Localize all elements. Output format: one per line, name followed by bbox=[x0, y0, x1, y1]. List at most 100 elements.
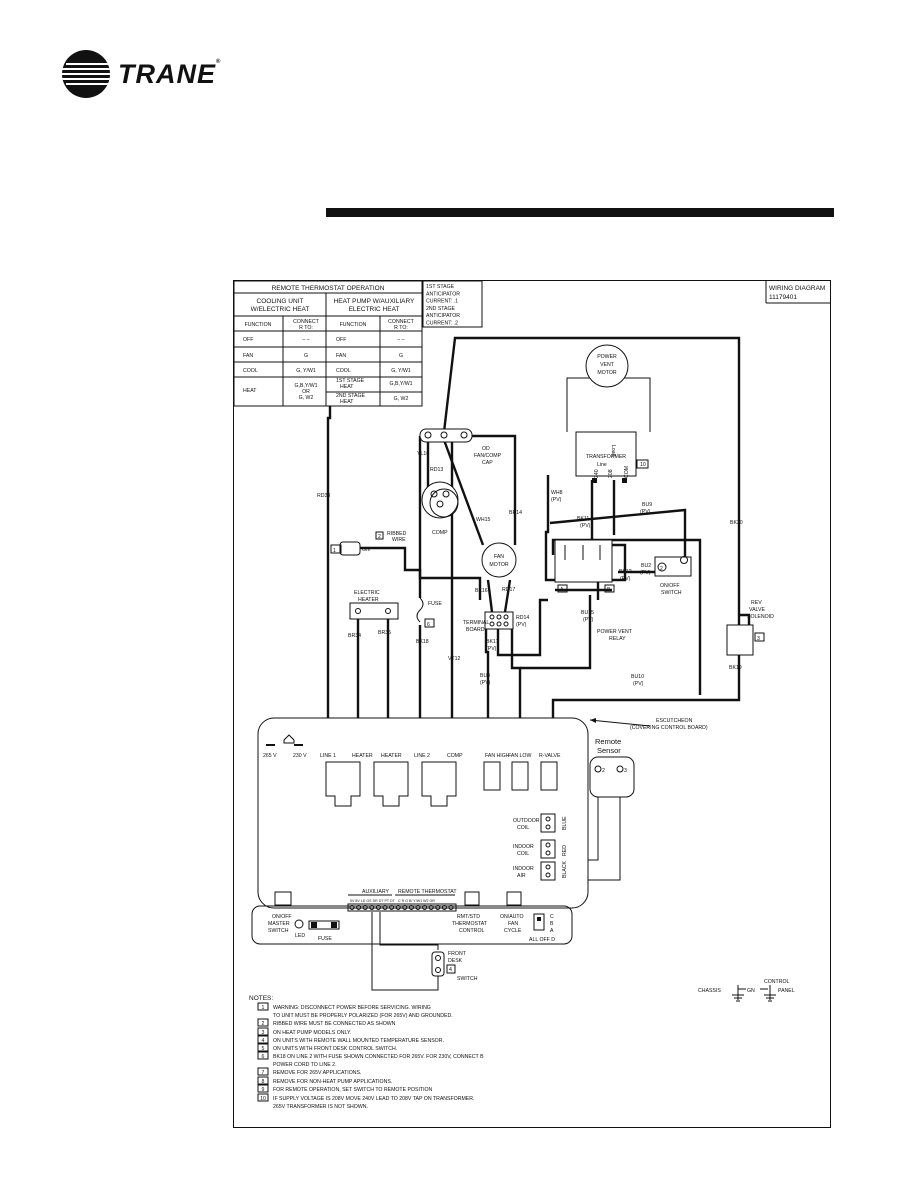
svg-text:ON/OFF: ON/OFF bbox=[660, 583, 680, 589]
coil-pin bbox=[545, 824, 551, 830]
svg-text:MOTOR: MOTOR bbox=[489, 562, 508, 568]
note-number: 1 bbox=[262, 1005, 265, 1011]
svg-text:CONTROL: CONTROL bbox=[764, 979, 789, 985]
thermostat-pin bbox=[402, 905, 408, 910]
note-number: 7 bbox=[262, 1070, 265, 1076]
note-number-box bbox=[257, 1067, 269, 1076]
wire-label-pv: (PV) bbox=[640, 570, 651, 576]
svg-text:RIBBED: RIBBED bbox=[387, 531, 407, 537]
svg-text:MOTOR: MOTOR bbox=[597, 370, 616, 376]
svg-text:CYCLE: CYCLE bbox=[504, 928, 522, 934]
table-b-connect: G, Y/W1 bbox=[391, 368, 411, 374]
trane-logo: TRANE® bbox=[62, 50, 252, 100]
note-number-box bbox=[257, 1051, 269, 1060]
remote-sensor: Remote Sensor 2 3 bbox=[589, 737, 635, 798]
note-text: WARNING: DISCONNECT POWER BEFORE SERVICI… bbox=[273, 1005, 431, 1011]
anticipator-line: CURRENT: .1 bbox=[426, 299, 458, 305]
note-number: 6 bbox=[262, 1054, 265, 1060]
wire-label-bk11: BK11 bbox=[577, 516, 589, 522]
board-terminal-label: COMP bbox=[447, 753, 463, 759]
table-a-connect: G,B,Y/W1 bbox=[294, 383, 317, 389]
svg-text:OD: OD bbox=[482, 446, 490, 452]
note-number-box bbox=[257, 1027, 269, 1036]
table-b-function: HEAT bbox=[340, 384, 354, 390]
anticipator-line: 1ST STAGE bbox=[426, 284, 455, 290]
board-terminal-label: FAN HIGH bbox=[485, 753, 510, 759]
svg-text:B: B bbox=[607, 587, 611, 593]
note-number-box bbox=[257, 1035, 269, 1044]
hdr-function-a: FUNCTION bbox=[245, 322, 272, 328]
table-b-connect: – – bbox=[397, 337, 404, 343]
note-ref-6: 6 bbox=[427, 622, 430, 628]
svg-text:CONTROL: CONTROL bbox=[459, 928, 484, 934]
note-number: 5 bbox=[262, 1046, 265, 1052]
thermostat-pin bbox=[362, 905, 368, 910]
wire-label-bk17: BK17 bbox=[486, 639, 499, 645]
front-desk-switch: 4 FRONT DESK SWITCH bbox=[431, 951, 478, 982]
coil-pin bbox=[545, 816, 551, 822]
rev-valve-solenoid: REV VALVE SOLENOID 3 bbox=[726, 600, 774, 656]
table-b-connect: G,B,Y/W1 bbox=[389, 381, 412, 387]
svg-text:COMP: COMP bbox=[432, 530, 448, 536]
svg-text:GN: GN bbox=[747, 988, 755, 994]
table-a-connect: OR bbox=[302, 389, 310, 395]
svg-text:ON/AUTO: ON/AUTO bbox=[500, 914, 524, 920]
note-number: 2 bbox=[262, 1021, 265, 1027]
note-text: POWER CORD TO LINE 2. bbox=[273, 1062, 337, 1068]
terminal-board: TERMINAL BOARD bbox=[463, 611, 514, 633]
note-number: 8 bbox=[262, 1079, 265, 1085]
wire-label-pv: (PV) bbox=[583, 617, 594, 623]
svg-text:W/ELECTRIC HEAT: W/ELECTRIC HEAT bbox=[251, 306, 310, 313]
coil-connector bbox=[540, 839, 556, 859]
table-b-function: COOL bbox=[336, 368, 351, 374]
svg-text:R TO:: R TO: bbox=[394, 325, 408, 331]
svg-text:LED: LED bbox=[295, 933, 305, 939]
svg-text:3: 3 bbox=[624, 768, 627, 774]
svg-text:ELECTRIC HEAT: ELECTRIC HEAT bbox=[349, 306, 400, 313]
svg-text:VALVE: VALVE bbox=[749, 607, 765, 613]
svg-text:Sensor: Sensor bbox=[597, 746, 621, 755]
svg-text:FUSE: FUSE bbox=[318, 936, 332, 942]
coil-color: BLUE bbox=[562, 816, 568, 830]
wire-label-pv: (PV) bbox=[486, 646, 497, 652]
wire-label-pv: (PV) bbox=[620, 576, 631, 582]
svg-text:POWER VENT: POWER VENT bbox=[597, 629, 633, 635]
svg-text:4: 4 bbox=[449, 967, 452, 973]
note-number-box bbox=[257, 1002, 269, 1011]
svg-text:SWITCH: SWITCH bbox=[268, 928, 289, 934]
wire-label-pv: (PV) bbox=[580, 523, 591, 529]
svg-text:THERMOSTAT: THERMOSTAT bbox=[452, 921, 488, 927]
thermostat-pin bbox=[415, 905, 421, 910]
table-a-function: HEAT bbox=[243, 388, 257, 394]
table-b-function: FAN bbox=[336, 353, 346, 359]
note-text: REMOVE FOR 265V APPLICATIONS. bbox=[273, 1070, 361, 1076]
thermostat-table: REMOTE THERMOSTAT OPERATION COOLING UNIT… bbox=[233, 280, 423, 407]
coil-pin bbox=[545, 842, 551, 848]
svg-text:VENT: VENT bbox=[600, 362, 615, 368]
power-vent-motor: POWER VENT MOTOR bbox=[585, 344, 629, 388]
coil-label: INDOOR bbox=[513, 844, 534, 850]
table-a-function: FAN bbox=[243, 353, 253, 359]
wire-label-bk20: BK20 bbox=[730, 520, 743, 526]
coil-pin bbox=[545, 850, 551, 856]
thermostat-pin bbox=[441, 905, 447, 910]
transformer-tap-number: 10 bbox=[640, 462, 646, 468]
wire-label-bu15: BU15 bbox=[581, 610, 594, 616]
thermostat-pin bbox=[389, 905, 395, 910]
wire-label-bk16: BK16 bbox=[475, 588, 488, 594]
ground-legend: CHASSIS GN CONTROL PANEL bbox=[698, 979, 795, 1002]
note-text: IF SUPPLY VOLTAGE IS 208V MOVE 240V LEAD… bbox=[273, 1096, 474, 1102]
wire-label-pv: (PV) bbox=[551, 497, 562, 503]
hdr-connect-b: CONNECT bbox=[388, 319, 414, 325]
svg-text:ELECTRIC: ELECTRIC bbox=[354, 590, 380, 596]
wire-label-rd33: RD33 bbox=[317, 493, 330, 499]
wiring-number: 11179401 bbox=[769, 294, 797, 301]
coil-label: COIL bbox=[517, 825, 529, 831]
note-text: 265V TRANSFORMER IS NOT SHOWN. bbox=[273, 1104, 368, 1110]
thermostat-pin bbox=[428, 905, 434, 910]
anticipator-line: ANTICIPATOR bbox=[426, 313, 460, 319]
table-a-function: OFF bbox=[243, 337, 253, 343]
svg-text:CHASSIS: CHASSIS bbox=[698, 988, 721, 994]
note-text: REMOVE FOR NON-HEAT PUMP APPLICATIONS. bbox=[273, 1079, 392, 1085]
